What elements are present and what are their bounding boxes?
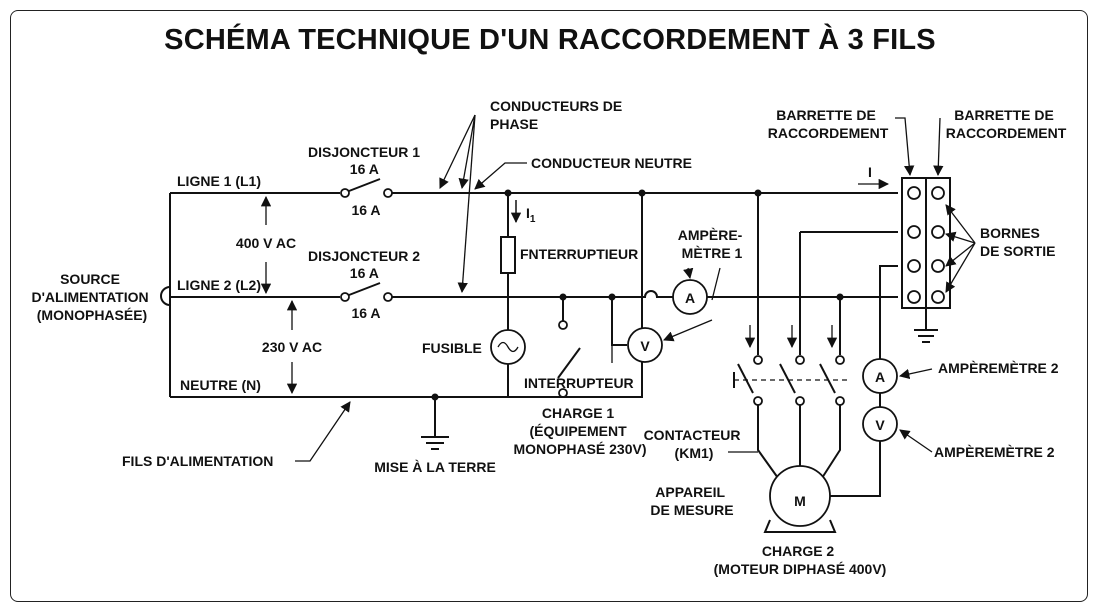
breaker-1 <box>340 178 393 198</box>
ground-symbol <box>421 397 449 450</box>
label-400v: 400 V AC <box>236 235 296 251</box>
motor-m <box>763 465 837 533</box>
label-charge-1: CHARGE 1 (ÉQUIPEMENT MONOPHASÉ 230V) <box>513 405 646 457</box>
callout-leaders <box>295 114 976 462</box>
ammeter-2-symbol: A <box>875 369 885 385</box>
label-ligne2: LIGNE 2 (L2) <box>177 277 261 293</box>
label-neutre: NEUTRE (N) <box>180 377 261 393</box>
source-outline <box>169 192 640 398</box>
label-ligne1: LIGNE 1 (L1) <box>177 173 261 189</box>
label-mise-a-la-terre: MISE À LA TERRE <box>374 459 496 475</box>
label-amperemetre-1: AMPÈRE- MÈTRE 1 <box>678 227 746 261</box>
label-appareil-mesure: APPAREIL DE MESURE <box>650 484 733 518</box>
label-charge-2: CHARGE 2 (MOTEUR DIPHASÉ 400V) <box>714 543 887 577</box>
label-disjoncteur-1: DISJONCTEUR 1 16 A 16 A <box>308 144 424 218</box>
label-fnterruptieur: FNTERRUPTIEUR <box>520 246 638 262</box>
voltmeter-2-symbol: V <box>875 417 885 433</box>
diagram-frame <box>10 10 1088 602</box>
breaker-2 <box>340 282 393 302</box>
label-230v: 230 V AC <box>262 339 322 355</box>
label-i1: I1 <box>526 205 536 225</box>
ammeter-2 <box>862 358 898 394</box>
line-2-wire <box>388 290 898 298</box>
label-interrupteur: INTERRUPTEUR <box>524 375 634 391</box>
label-conducteurs-phase: CONDUCTEURS DE PHASE <box>490 98 626 132</box>
label-fusible: FUSIBLE <box>422 340 482 356</box>
ammeter-1-symbol: A <box>685 290 695 306</box>
label-disjoncteur-2: DISJONCTEUR 2 16 A 16 A <box>308 248 424 321</box>
charge-1-circuit <box>490 193 663 398</box>
motor-wiring <box>757 231 898 497</box>
label-i: I <box>868 164 872 180</box>
diagram-title: SCHÉMA TECHNIQUE D'UN RACCORDEMENT À 3 F… <box>164 24 936 56</box>
voltmeter-1-symbol: V <box>640 338 650 354</box>
source-symbol <box>160 286 171 306</box>
label-fils-alimentation: FILS D'ALIMENTATION <box>122 453 273 469</box>
label-barrette-2: BARRETTE DE RACCORDEMENT <box>946 107 1067 141</box>
label-conducteur-neutre: CONDUCTEUR NEUTRE <box>531 155 692 171</box>
label-bornes-de-sortie: BORNES DE SORTIE <box>980 225 1055 259</box>
terminal-strip <box>901 177 951 343</box>
label-source: SOURCE D'ALIMENTATION (MONOPHASÉE) <box>31 271 152 323</box>
label-amperemetre-2a: AMPÈREMÈTRE 2 <box>938 360 1059 376</box>
ammeter-1 <box>672 279 708 315</box>
motor-symbol: M <box>794 493 806 509</box>
voltmeter-2 <box>862 406 898 442</box>
label-amperemetre-2b: AMPÈREMÈTRE 2 <box>934 444 1055 460</box>
label-barrette-1: BARRETTE DE RACCORDEMENT <box>768 107 889 141</box>
contactor-km1 <box>733 193 848 406</box>
label-contacteur: CONTACTEUR (KM1) <box>644 427 745 461</box>
